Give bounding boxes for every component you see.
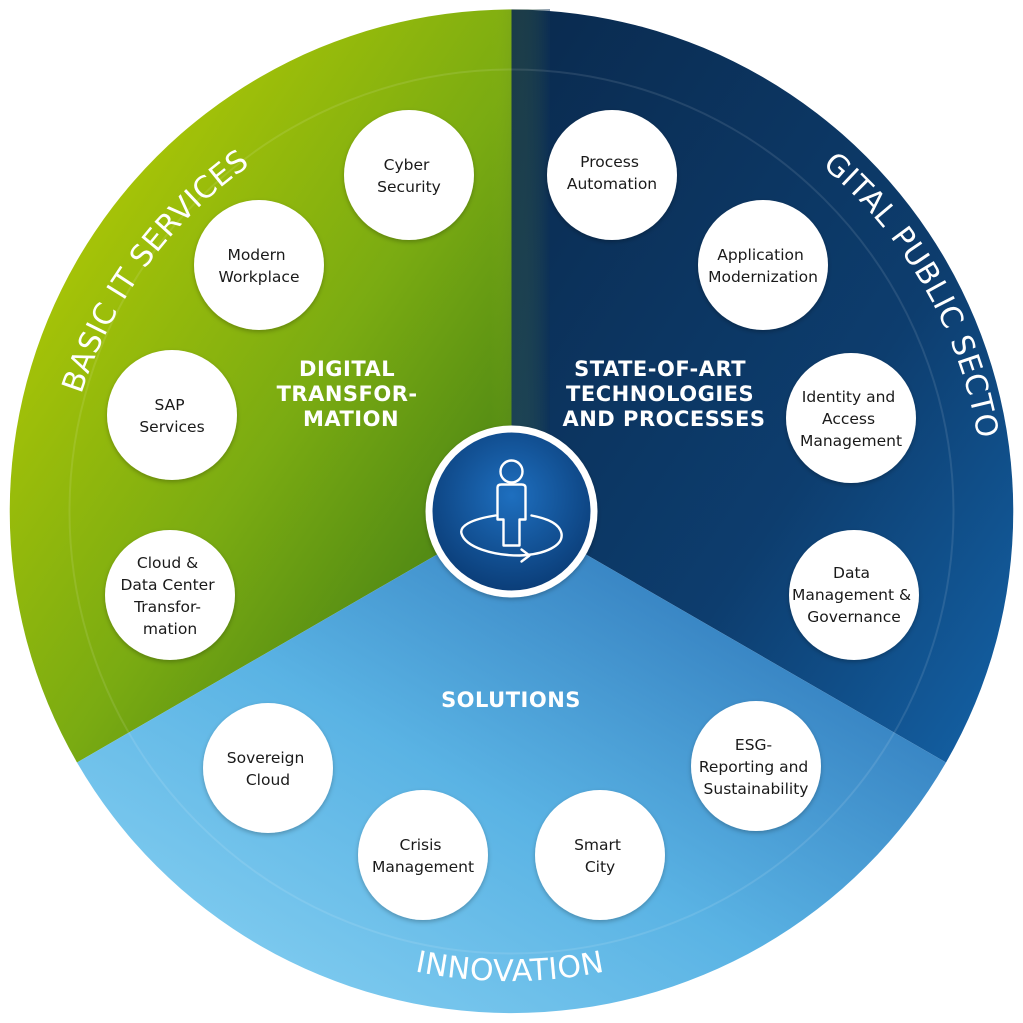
sector-title-state-of-art: STATE-OF-ART TECHNOLOGIES AND PROCESSES bbox=[562, 357, 765, 431]
service-bubble-crisis-management[interactable]: Crisis Management bbox=[358, 790, 488, 920]
service-bubble-identity-access[interactable]: Identity and Access Management bbox=[786, 353, 916, 483]
service-label: ESG- Reporting and Sustainability bbox=[699, 736, 813, 798]
service-bubble-application-modernization[interactable]: Application Modernization bbox=[698, 200, 828, 330]
service-label: Process Automation bbox=[567, 153, 657, 193]
service-label: Sovereign Cloud bbox=[227, 749, 310, 789]
service-bubble-cloud-data-center[interactable]: Cloud & Data Center Transfor- mation bbox=[105, 530, 235, 660]
service-label: Crisis Management bbox=[372, 836, 474, 876]
center-hub[interactable] bbox=[425, 425, 598, 598]
service-label: SAP Services bbox=[139, 396, 204, 436]
service-label: Cloud & Data Center Transfor- mation bbox=[120, 554, 219, 638]
sector-seam bbox=[490, 9, 550, 449]
service-bubble-smart-city[interactable]: Smart City bbox=[535, 790, 665, 920]
service-bubble-process-automation[interactable]: Process Automation bbox=[547, 110, 677, 240]
service-label: Smart City bbox=[574, 836, 626, 876]
service-label: Modern Workplace bbox=[219, 246, 300, 286]
service-label: Data Management & Governance bbox=[792, 564, 916, 626]
service-bubble-sap-services[interactable]: SAP Services bbox=[107, 350, 237, 480]
service-label: Application Modernization bbox=[708, 246, 818, 286]
service-label: Identity and Access Management bbox=[800, 388, 902, 450]
service-label: Cyber Security bbox=[377, 156, 441, 196]
service-bubble-sovereign-cloud[interactable]: Sovereign Cloud bbox=[203, 703, 333, 833]
inner-ring-divider bbox=[68, 68, 955, 955]
sector-title-solutions: SOLUTIONS bbox=[441, 688, 581, 712]
service-bubble-modern-workplace[interactable]: Modern Workplace bbox=[194, 200, 324, 330]
service-bubble-esg-reporting[interactable]: ESG- Reporting and Sustainability bbox=[691, 701, 821, 831]
service-bubble-data-management[interactable]: Data Management & Governance bbox=[789, 530, 919, 660]
sector-solutions bbox=[77, 511, 946, 1014]
person-rotate-icon bbox=[460, 459, 563, 563]
service-bubble-cyber-security[interactable]: Cyber Security bbox=[344, 110, 474, 240]
sector-title-digital-transformation: DIGITAL TRANSFOR- MATION bbox=[277, 357, 426, 431]
